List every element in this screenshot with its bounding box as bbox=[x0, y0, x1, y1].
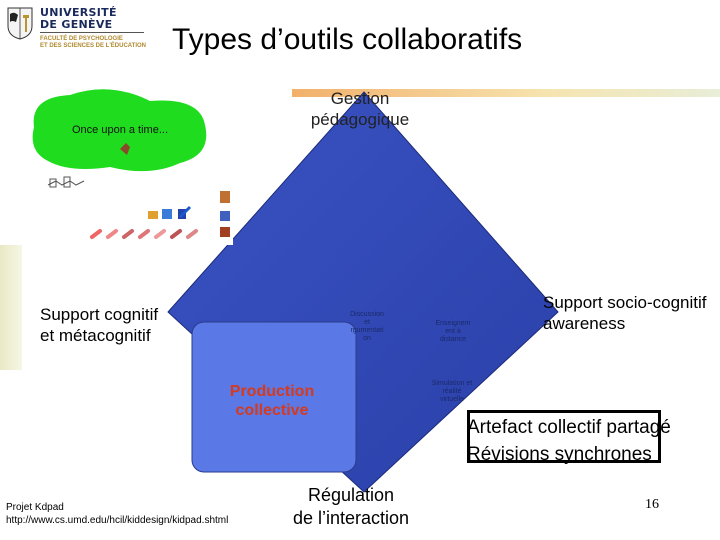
label-discussion: Discussion et rgumentati on bbox=[350, 311, 384, 342]
source-citation: Projet Kdpad http://www.cs.umd.edu/hcil/… bbox=[6, 501, 228, 527]
source-project: Projet Kdpad bbox=[6, 502, 64, 513]
light-beam bbox=[292, 89, 720, 97]
story-caption: Once upon a time... bbox=[72, 124, 168, 136]
label-support-cognitif: Support cognitif et métacognitif bbox=[40, 305, 159, 345]
label-artefact: Artefact collectif partagé Révisions syn… bbox=[467, 417, 671, 465]
green-blob bbox=[32, 89, 207, 172]
university-name: UNIVERSITÉ DE GENÈVE bbox=[40, 6, 117, 31]
faculty-name: FACULTÉ DE PSYCHOLOGIE ET DES SCIENCES D… bbox=[40, 36, 146, 49]
source-url[interactable]: http://www.cs.umd.edu/hcil/kiddesign/kid… bbox=[6, 515, 229, 526]
label-gestion: Gestion pédagogique bbox=[310, 89, 410, 129]
page-number: 16 bbox=[645, 497, 659, 512]
logo-divider bbox=[40, 32, 144, 33]
slide-title: Types d’outils collaboratifs bbox=[172, 23, 523, 56]
artefact-highlight-box bbox=[467, 410, 661, 463]
label-simulation: Simulation et réalité virtuelle bbox=[431, 380, 473, 403]
label-enseignement: Enseignem ent à distance bbox=[435, 320, 471, 343]
center-box bbox=[191, 321, 357, 473]
left-decoration-band bbox=[0, 245, 22, 370]
label-production-collective: Production collective bbox=[229, 383, 315, 419]
university-logo: UNIVERSITÉ DE GENÈVE FACULTÉ DE PSYCHOLO… bbox=[4, 4, 154, 56]
kidpad-screenshot: Once upon a time... bbox=[0, 67, 233, 245]
label-regulation: Régulation de l’interaction bbox=[292, 485, 410, 528]
label-support-socio-cognitif: Support socio-cognitif awareness bbox=[543, 293, 707, 333]
crest-icon bbox=[7, 7, 33, 40]
